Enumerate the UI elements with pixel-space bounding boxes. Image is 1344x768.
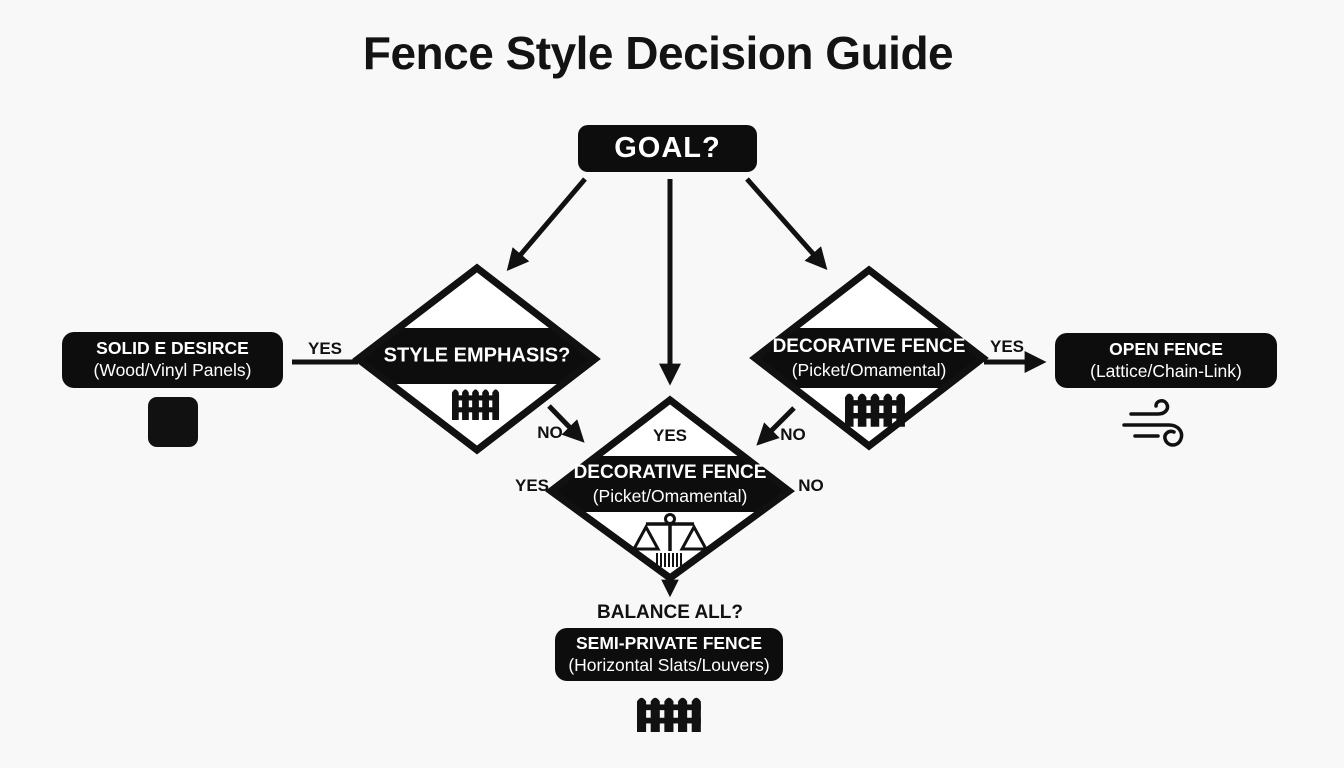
- goal-node: GOAL?: [578, 125, 757, 172]
- page-title: Fence Style Decision Guide: [362, 27, 954, 79]
- semi-private-fence-node: SEMI-PRIVATE FENCE (Horizontal Slats/Lou…: [555, 628, 783, 681]
- yes-label-open: YES: [989, 337, 1025, 356]
- no-label-center-right: NO: [798, 476, 824, 495]
- decorative-center-subtitle: (Picket/Omamental): [592, 485, 748, 506]
- wind-icon: [1122, 399, 1184, 447]
- style-emphasis-question: STYLE EMPHASIS?: [383, 344, 571, 367]
- decorative-fence-diamond-right: [749, 265, 989, 451]
- balance-scales-icon: [631, 513, 709, 567]
- decorative-center-band-text: DECORATIVE FENCE (Picket/Omamental): [574, 460, 767, 508]
- decorative-right-band-text: DECORATIVE FENCE (Picket/Omamental): [773, 334, 966, 382]
- connectors: [292, 177, 1047, 598]
- balance-question-label: BALANCE ALL?: [597, 602, 743, 623]
- picket-fence-icon: [637, 697, 701, 732]
- solid-fence-subtitle: (Wood/Vinyl Panels): [93, 360, 252, 380]
- decorative-fence-diamond-center: [545, 395, 795, 583]
- style-emphasis-diamond: [352, 263, 601, 455]
- solid-fence-title: SOLID E DESIRCE: [96, 338, 249, 359]
- no-label-style: NO: [537, 423, 563, 442]
- open-fence-subtitle: (Lattice/Chain-Link): [1090, 360, 1242, 381]
- edge-goal-to-decorative: [745, 177, 828, 270]
- decorative-right-title: DECORATIVE FENCE: [772, 335, 966, 357]
- decorative-right-subtitle: (Picket/Omamental): [791, 359, 947, 380]
- yes-label-center-left: YES: [514, 476, 550, 495]
- open-fence-title: OPEN FENCE: [1109, 338, 1223, 359]
- no-label-decorative: NO: [780, 425, 806, 444]
- edge-decorative-no: [756, 406, 796, 446]
- solid-fence-node: SOLID E DESIRCE (Wood/Vinyl Panels): [62, 332, 283, 388]
- semi-private-title: SEMI-PRIVATE FENCE: [575, 632, 763, 653]
- edge-goal-to-style: [506, 177, 587, 272]
- center-inner-yes-label: YES: [652, 426, 688, 445]
- yes-label-solid: YES: [307, 339, 343, 358]
- semi-private-subtitle: (Horizontal Slats/Louvers): [568, 654, 770, 675]
- goal-label: GOAL?: [614, 132, 721, 164]
- solid-panel-icon: [148, 397, 198, 447]
- open-fence-node: OPEN FENCE (Lattice/Chain-Link): [1055, 333, 1277, 388]
- edge-style-no: [547, 404, 585, 443]
- decorative-center-title: DECORATIVE FENCE: [573, 461, 767, 483]
